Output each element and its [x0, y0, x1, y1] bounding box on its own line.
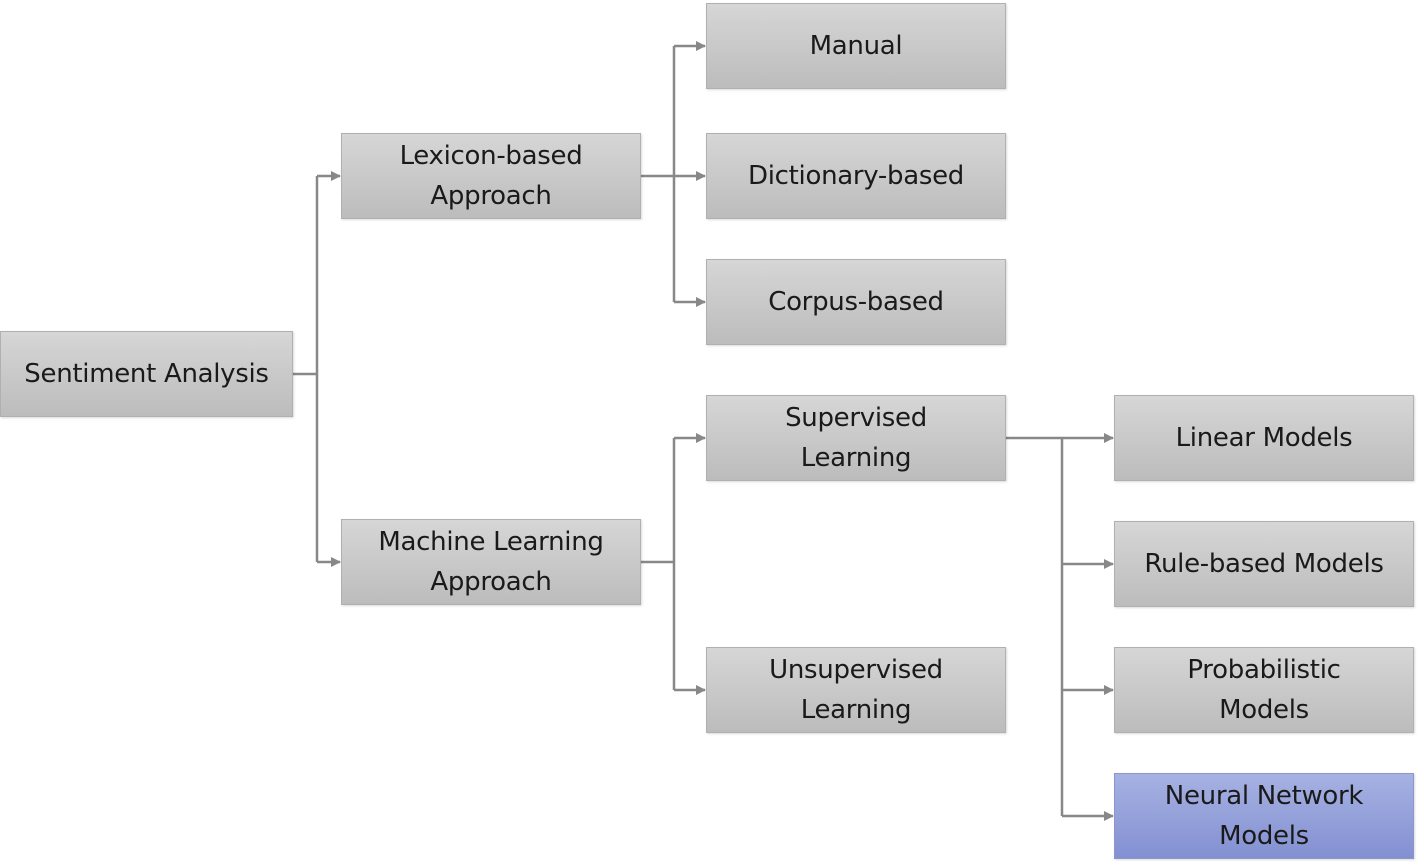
node-label: Linear Models — [1175, 423, 1353, 453]
node-label: Neural Network Models — [1164, 781, 1364, 851]
supervised-connector — [1006, 436, 1064, 816]
node-corpus-based: Corpus-based — [706, 259, 1006, 345]
node-label: Supervised Learning — [785, 403, 927, 473]
node-unsupervised-learning: Unsupervised Learning — [706, 647, 1006, 733]
node-manual: Manual — [706, 3, 1006, 89]
node-label: Rule-based Models — [1144, 549, 1384, 579]
node-label: Probabilistic Models — [1187, 655, 1341, 725]
lexicon-connector — [640, 46, 676, 302]
node-linear-models: Linear Models — [1114, 395, 1414, 481]
node-lexicon-based-approach: Lexicon-based Approach — [341, 133, 641, 219]
node-label: Sentiment Analysis — [24, 359, 269, 389]
node-neural-network-models: Neural Network Models — [1114, 773, 1414, 859]
node-sentiment-analysis: Sentiment Analysis — [0, 331, 293, 417]
root-connector — [293, 176, 319, 562]
node-label: Manual — [809, 31, 903, 61]
node-rule-based-models: Rule-based Models — [1114, 521, 1414, 607]
ml-connector — [640, 438, 676, 690]
node-label: Corpus-based — [768, 287, 944, 317]
node-supervised-learning: Supervised Learning — [706, 395, 1006, 481]
node-label: Machine Learning Approach — [378, 527, 604, 597]
node-probabilistic-models: Probabilistic Models — [1114, 647, 1414, 733]
node-label: Lexicon-based Approach — [399, 141, 583, 211]
node-label: Dictionary-based — [748, 161, 964, 191]
node-machine-learning-approach: Machine Learning Approach — [341, 519, 641, 605]
node-dictionary-based: Dictionary-based — [706, 133, 1006, 219]
node-label: Unsupervised Learning — [769, 655, 943, 725]
